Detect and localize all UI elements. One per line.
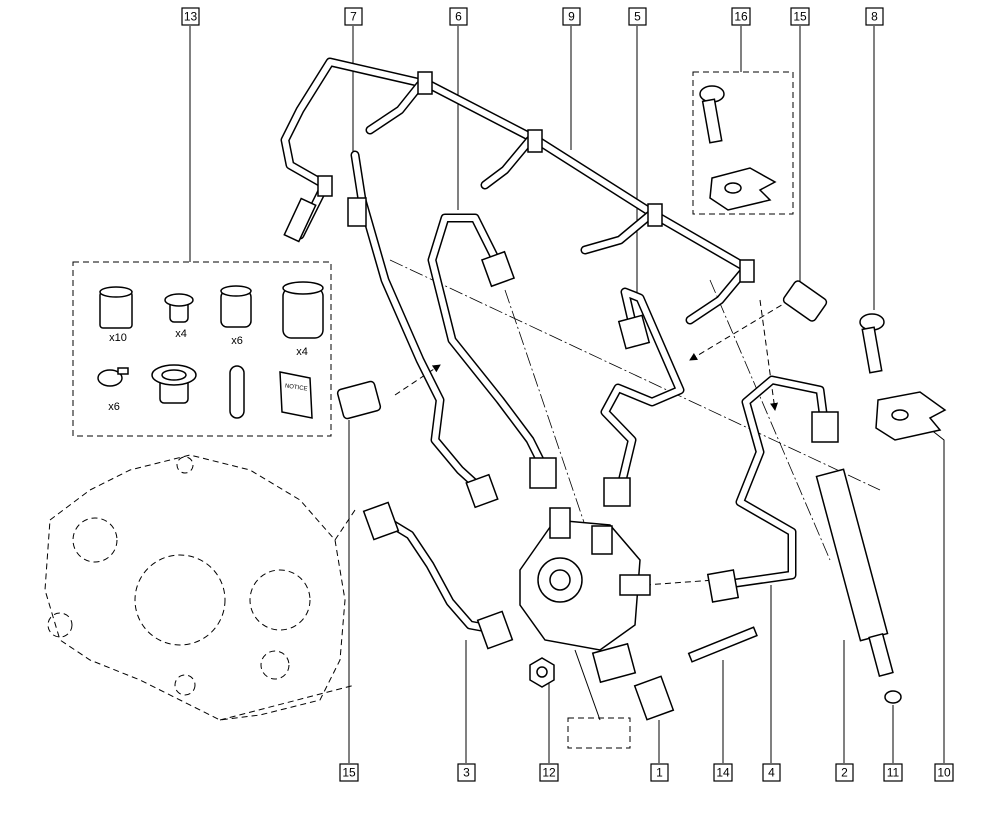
svg-text:5: 5: [634, 10, 641, 24]
nut-12: [529, 657, 555, 688]
injection-pipe-5: [600, 287, 685, 507]
svg-text:15: 15: [793, 10, 807, 24]
svg-text:6: 6: [455, 10, 462, 24]
kit-bush: [151, 364, 197, 404]
kit-13: x10 x4 x6 x4 x6: [72, 261, 332, 437]
engine-outline: [44, 454, 356, 721]
connector-15-left: [336, 380, 382, 420]
svg-text:15: 15: [342, 766, 356, 780]
svg-text:13: 13: [184, 10, 198, 24]
svg-text:10: 10: [937, 766, 951, 780]
svg-text:7: 7: [350, 10, 357, 24]
kit-grommet-small: x4: [164, 293, 194, 340]
seal-washer: [884, 690, 902, 704]
svg-text:12: 12: [542, 766, 556, 780]
callout-16: 16: [731, 7, 751, 26]
injection-pipe-6: [427, 213, 557, 489]
svg-text:2: 2: [841, 766, 848, 780]
svg-text:3: 3: [463, 766, 470, 780]
kit-qty-sleeve-medium: x6: [231, 335, 243, 347]
svg-text:14: 14: [716, 766, 730, 780]
kit-qty-grommet: x4: [175, 328, 187, 340]
callout-12: 12: [539, 763, 559, 782]
svg-text:8: 8: [871, 10, 878, 24]
kit-qty-sleeve-large: x4: [296, 346, 308, 358]
callout-5: 5: [628, 7, 647, 26]
callout-2: 2: [835, 763, 854, 782]
clamp-bolt: [859, 313, 885, 374]
high-pressure-pump: [519, 507, 675, 721]
kit-qty-clip: x6: [108, 401, 120, 413]
callout-10: 10: [934, 763, 954, 782]
callout-9: 9: [562, 7, 581, 26]
callout-13: 13: [181, 7, 200, 26]
assembly-guides: [389, 259, 881, 749]
injector-clamp: [875, 391, 947, 441]
callout-4: 4: [762, 763, 781, 782]
injection-pipe-3: [362, 501, 514, 650]
injection-pipe-4: [706, 375, 839, 603]
callout-6: 6: [449, 7, 468, 26]
kit-16-box: [692, 71, 794, 215]
kit-clip: x6: [97, 367, 129, 413]
kit-qty-cap: x10: [109, 332, 127, 344]
fuel-rail: [280, 57, 755, 325]
svg-text:9: 9: [568, 10, 575, 24]
callout-11: 11: [883, 763, 903, 782]
callout-3: 3: [457, 763, 476, 782]
svg-text:4: 4: [768, 766, 775, 780]
callout-15-top: 15: [790, 7, 810, 26]
stud-14: [687, 626, 758, 663]
kit-pin: [229, 365, 245, 419]
notice-text: NOTICE: [284, 383, 307, 392]
leader-lines: [189, 26, 945, 763]
callout-8: 8: [865, 7, 884, 26]
kit-notice-booklet: NOTICE: [279, 371, 313, 419]
callout-1: 1: [650, 763, 669, 782]
svg-text:1: 1: [656, 766, 663, 780]
callout-15-bottom: 15: [339, 763, 359, 782]
svg-text:16: 16: [734, 10, 748, 24]
kit-sleeve-medium: x6: [220, 285, 252, 347]
injector: [815, 468, 894, 678]
connector-15-right: [782, 280, 828, 322]
kit-cap: x10: [99, 286, 133, 344]
svg-text:11: 11: [887, 766, 900, 780]
callout-14: 14: [713, 763, 733, 782]
callout-7: 7: [344, 7, 363, 26]
injection-pipe-7: [347, 150, 499, 509]
kit-sleeve-large: x4: [282, 281, 324, 358]
